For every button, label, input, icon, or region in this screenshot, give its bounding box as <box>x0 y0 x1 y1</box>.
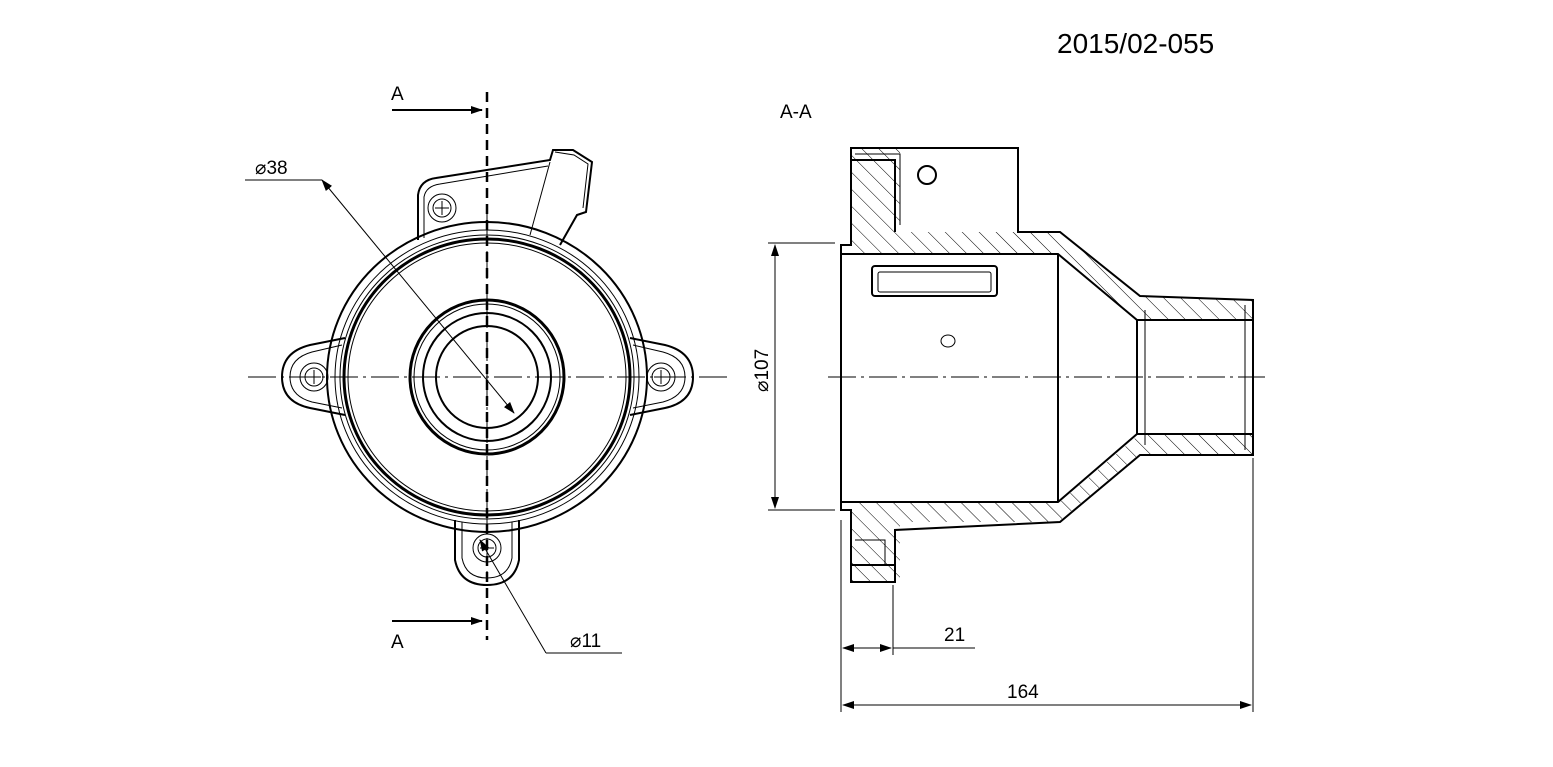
dim-diameter-label: ⌀107 <box>752 349 773 392</box>
cut-label-bottom: A <box>391 632 404 653</box>
front-view: A A ⌀38 ⌀11 <box>245 84 730 654</box>
section-outer-contour <box>840 147 1254 583</box>
section-view: A-A ⌀107 <box>752 102 1265 712</box>
cut-label-top: A <box>391 84 404 105</box>
hole-dimension-line <box>479 539 547 654</box>
section-slot <box>871 265 998 297</box>
dim-bore-label: ⌀38 <box>255 158 288 179</box>
drawing-number: 2015/02-055 <box>1057 28 1214 59</box>
bore-dimension-line <box>321 179 515 414</box>
dim-length-label: 164 <box>1007 682 1039 703</box>
section-title: A-A <box>780 102 812 123</box>
dim-hole-label: ⌀11 <box>570 631 601 652</box>
bottom-ear-outline <box>454 520 520 587</box>
dim-flange-label: 21 <box>944 625 965 646</box>
section-small-hole <box>917 165 937 185</box>
